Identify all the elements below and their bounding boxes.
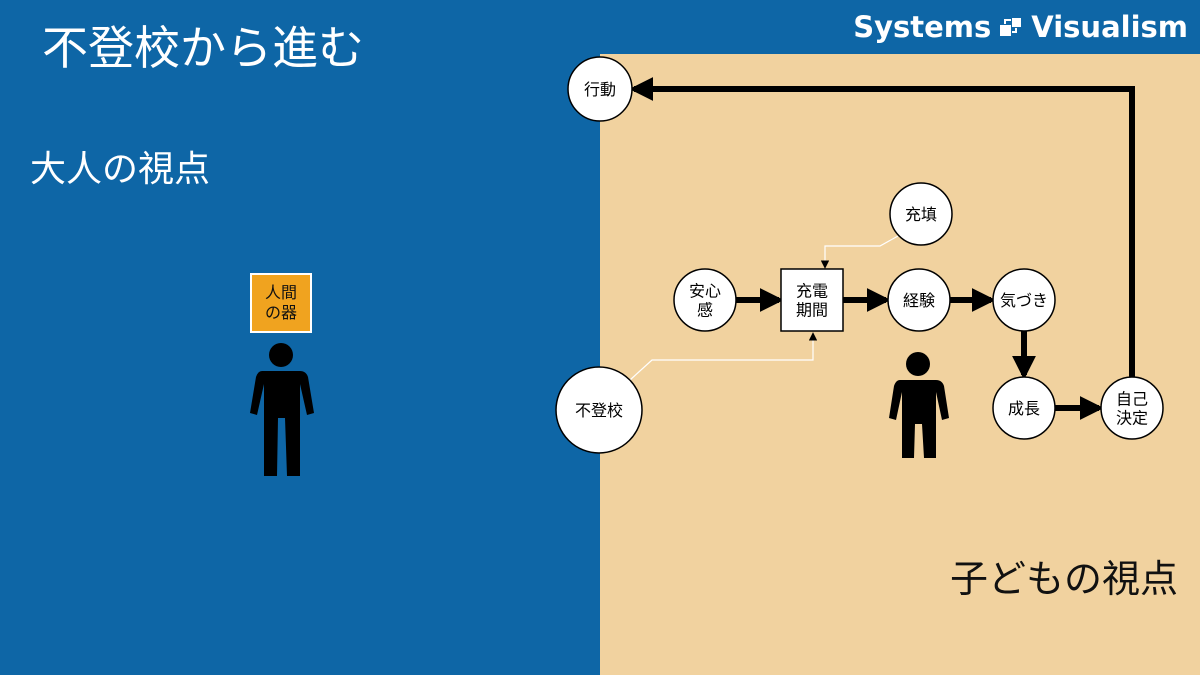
node-fill-circle [889, 182, 953, 246]
node-experience-circle [887, 268, 951, 332]
node-action-circle [567, 56, 633, 122]
vessel-line-2: の器 [264, 303, 297, 322]
brand-name-2: Visualism [1031, 10, 1188, 44]
node-truancy-circle [555, 366, 643, 454]
node-action-label-1: 行動 [584, 80, 616, 99]
adult-perspective-label: 大人の視点 [30, 149, 211, 190]
node-truancy: 不登校 [555, 366, 643, 454]
node-experience: 経験 [887, 268, 951, 332]
node-growth-label-1: 成長 [1008, 399, 1040, 418]
adult-panel [0, 0, 600, 675]
node-recharge-label-1: 充電 [796, 282, 828, 301]
node-truancy-label-1: 不登校 [575, 401, 623, 420]
node-recharge-box [780, 268, 844, 332]
child-perspective-label: 子どもの視点 [949, 557, 1178, 601]
vessel-line-1: 人間 [264, 283, 297, 302]
node-growth-circle [992, 376, 1056, 440]
child-panel [600, 54, 1200, 675]
node-selfdecision-circle [1100, 376, 1164, 440]
node-experience-label-1: 経験 [903, 291, 935, 310]
node-growth: 成長 [992, 376, 1056, 440]
node-security-circle [673, 268, 737, 332]
systems-visualism-logo-icon [1000, 18, 1022, 36]
node-security: 安心感 [673, 268, 737, 332]
node-recharge-label-2: 期間 [796, 301, 828, 320]
brand: Systems Visualism [853, 8, 1188, 46]
diagram-nodes: 行動充填安心感充電期間経験気づき不登校成長自己決定 [555, 56, 1164, 454]
node-awareness: 気づき [992, 268, 1056, 332]
slide-title: 不登校から進む [42, 21, 364, 75]
node-fill-label-1: 充填 [905, 205, 937, 224]
node-fill: 充填 [889, 182, 953, 246]
node-action: 行動 [567, 56, 633, 122]
child-person-icon [889, 352, 949, 458]
edge-selfdecision-to-action [629, 77, 1135, 377]
node-selfdecision-label-1: 自己 [1116, 390, 1148, 409]
node-awareness-label-1: 気づき [1000, 291, 1048, 310]
human-vessel-box: 人間 の器 [250, 273, 312, 333]
node-selfdecision-label-2: 決定 [1116, 409, 1148, 428]
node-security-label-2: 感 [697, 301, 713, 320]
node-awareness-circle [992, 268, 1056, 332]
diagram-edges [629, 77, 1135, 420]
edge-fill-to-recharge [820, 235, 899, 269]
adult-person-icon [250, 343, 314, 476]
brand-name: Systems [853, 10, 992, 44]
node-security-label-1: 安心 [689, 282, 721, 301]
edge-truancy-to-recharge [629, 332, 818, 381]
